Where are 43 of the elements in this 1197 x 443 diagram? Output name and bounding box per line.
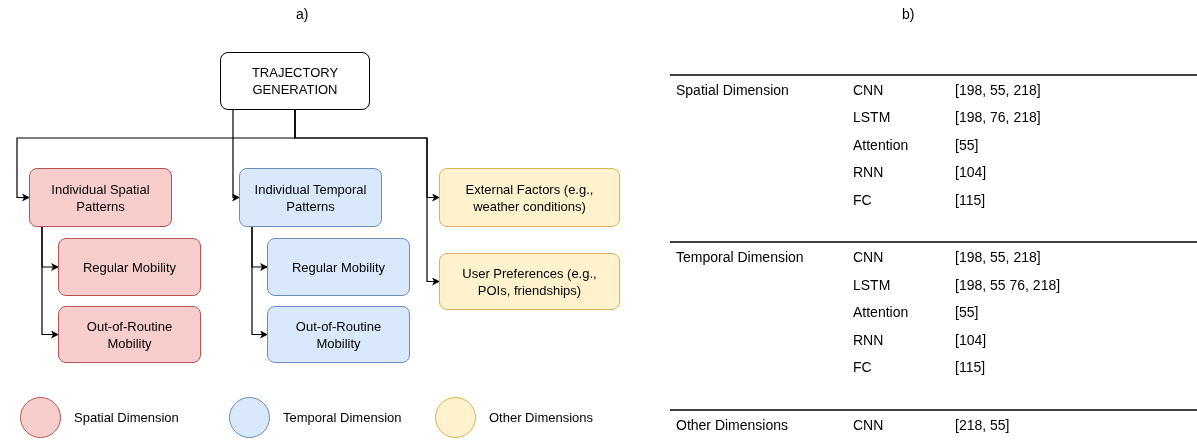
method-name: CNN [853,417,884,434]
connector-arrow [251,226,268,339]
legend-label: Spatial Dimension [74,409,179,426]
panel-label: a) [296,6,309,23]
process-box: Out-of-Routine Mobility [58,306,201,363]
reference-list: [198, 76, 218] [955,109,1041,126]
reference-list: [115] [955,359,986,376]
process-box: Individual Spatial Patterns [29,168,172,227]
process-box: TRAJECTORY GENERATION [220,52,370,110]
method-name: RNN [853,164,884,181]
method-name: CNN [853,249,884,266]
reference-list: [55] [955,304,979,321]
panel-label: b) [902,6,915,23]
legend-label: Other Dimensions [489,409,594,426]
method-name: FC [853,192,872,209]
process-box: Out-of-Routine Mobility [267,306,410,363]
reference-list: [198, 55 76, 218] [955,277,1061,294]
reference-list: [104] [955,164,987,181]
method-name: FC [853,359,872,376]
row-header: Other Dimensions [676,417,789,434]
process-box: Regular Mobility [267,238,410,296]
row-header: Temporal Dimension [676,249,804,266]
method-name: LSTM [853,277,891,294]
reference-list: [55] [955,137,979,154]
method-name: Attention [853,137,909,154]
process-box: Individual Temporal Patterns [239,168,382,227]
legend-label: Temporal Dimension [283,409,402,426]
reference-list: [198, 55, 218] [955,82,1041,99]
method-name: RNN [853,332,884,349]
process-box: External Factors (e.g., weather conditions) [439,168,620,227]
method-name: LSTM [853,109,891,126]
connector-arrow [41,226,59,339]
reference-list: [115] [955,192,986,209]
process-box: Regular Mobility [58,238,201,296]
row-header: Spatial Dimension [676,82,789,99]
reference-list: [198, 55, 218] [955,249,1041,266]
reference-list: [218, 55] [955,417,1010,434]
connector-arrow [232,109,240,202]
process-box: User Preferences (e.g., POIs, friendships) [439,253,620,310]
reference-list: [104] [955,332,987,349]
connector-arrow [294,109,440,286]
method-name: CNN [853,82,884,99]
method-name: Attention [853,304,909,321]
